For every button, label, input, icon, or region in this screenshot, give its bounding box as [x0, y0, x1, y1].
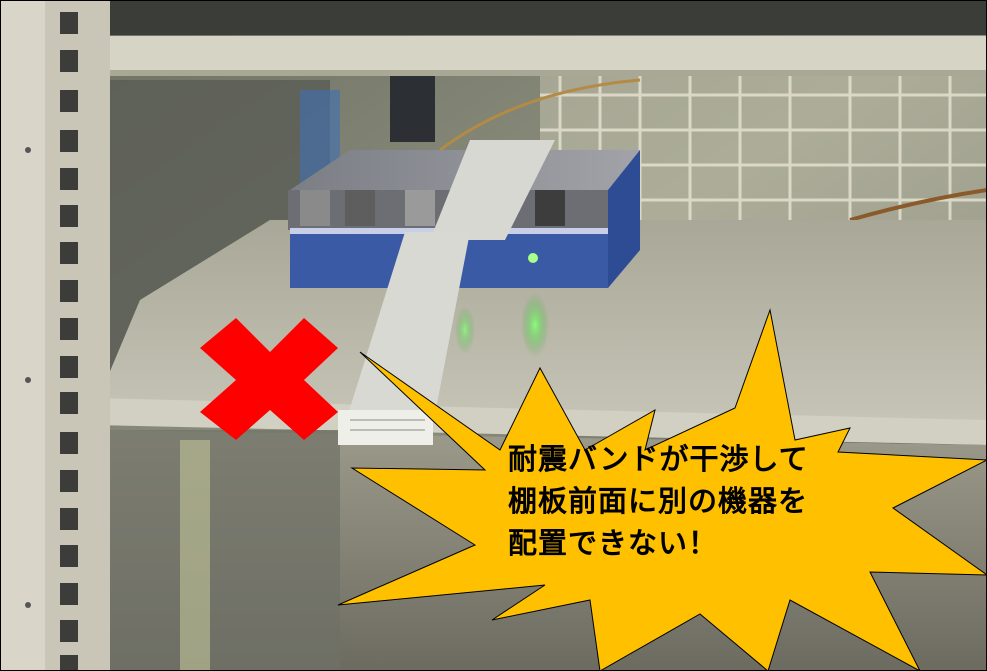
top-equipment [70, 0, 987, 35]
callout-line-2: 棚板前面に別の機器を [508, 484, 809, 518]
callout-line-3: 配置できない！ [508, 526, 719, 560]
seismic-band [338, 140, 555, 445]
starburst-callout [337, 308, 987, 671]
cross-mark-icon [200, 318, 338, 440]
cable [439, 78, 641, 152]
rack-post [0, 0, 110, 671]
top-shelf [82, 36, 987, 76]
led-reflection [521, 293, 549, 357]
callout-text: 耐震バンドが干渉して 棚板前面に別の機器を 配置できない！ [508, 438, 888, 564]
callout-line-1: 耐震バンドが干渉して [508, 442, 809, 476]
